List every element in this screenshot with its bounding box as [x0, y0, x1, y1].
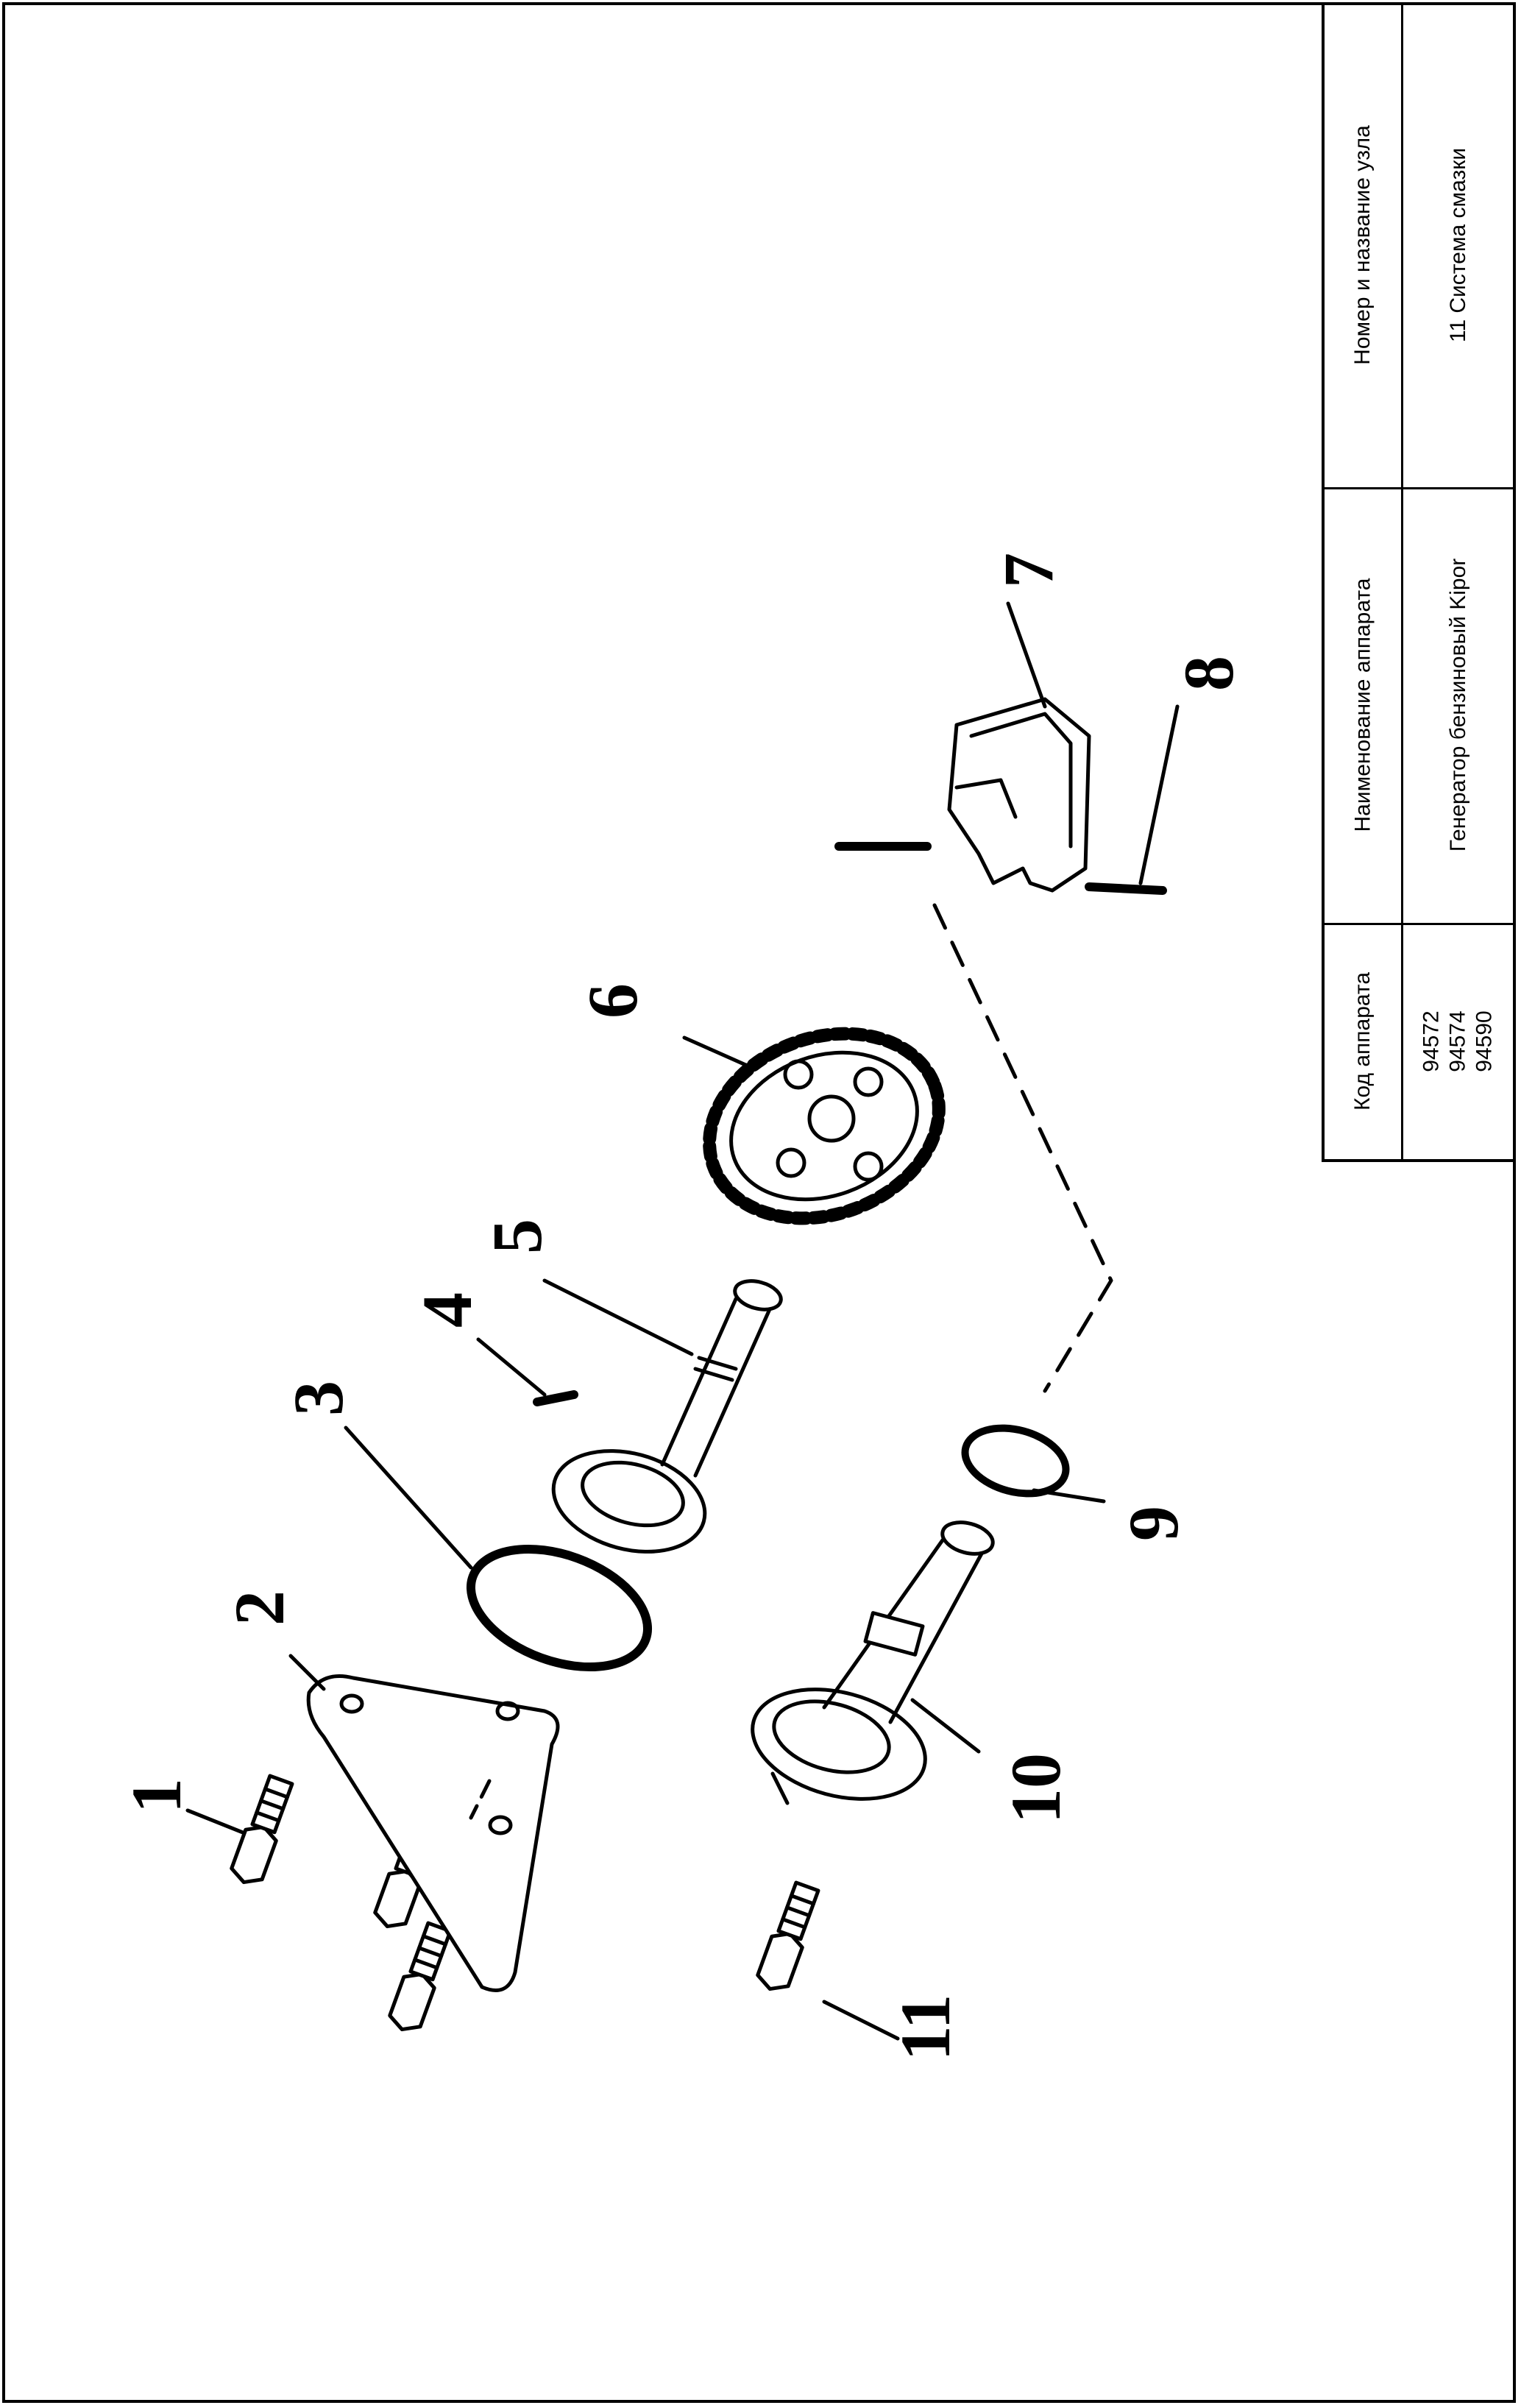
callout-7: 7 — [989, 553, 1068, 588]
part-9-small-o-ring — [961, 1424, 1106, 1504]
callout-6: 6 — [573, 983, 652, 1019]
part-11-bolt — [756, 1880, 900, 2041]
header-code-cell: Код аппарата — [1325, 923, 1401, 1159]
part-7-bracket — [834, 601, 1091, 893]
title-block-divider-2 — [1325, 923, 1516, 925]
callout-11: 11 — [886, 1994, 965, 2061]
callout-8: 8 — [1169, 656, 1248, 691]
header-code-label: Код аппарата — [1350, 971, 1375, 1111]
part-5-shaft — [542, 1278, 783, 1554]
callout-9: 9 — [1114, 1506, 1193, 1541]
header-unit-label: Номер и название узла — [1350, 125, 1375, 365]
value-device-cell: Генератор бензиновый Kipor — [1401, 487, 1516, 923]
title-block-divider-1 — [1325, 487, 1516, 489]
device-code-2: 94574 — [1446, 1010, 1470, 1072]
part-6-gear — [682, 1027, 946, 1225]
callout-4: 4 — [408, 1292, 486, 1328]
title-block-divider-vertical — [1401, 3, 1403, 1159]
value-unit-cell: 11 Система смазки — [1401, 3, 1516, 487]
title-block: Номер и название узла Наименование аппар… — [1322, 3, 1516, 1162]
part-4-pin — [476, 1337, 578, 1406]
device-name: Генератор бензиновый Kipor — [1446, 558, 1471, 852]
value-code-cell: 94572 94574 94590 — [1401, 923, 1516, 1159]
part-2-cover-plate — [288, 1654, 560, 1992]
header-unit-cell: Номер и название узла — [1325, 3, 1401, 487]
part-3-o-ring — [344, 1426, 653, 1672]
device-code-1: 94572 — [1419, 1010, 1444, 1072]
part-8-rod — [1085, 704, 1180, 895]
callout-10: 10 — [996, 1753, 1075, 1824]
unit-name: 11 Система смазки — [1446, 147, 1470, 343]
device-codes: 94572 94574 94590 — [1419, 1010, 1498, 1072]
part-10-pump-body — [751, 1520, 995, 1805]
device-code-3: 94590 — [1472, 1010, 1497, 1072]
header-device-cell: Наименование аппарата — [1325, 487, 1401, 923]
callout-5: 5 — [478, 1219, 556, 1254]
callout-1: 1 — [117, 1778, 196, 1813]
header-device-label: Наименование аппарата — [1350, 578, 1375, 832]
callout-3: 3 — [279, 1381, 358, 1416]
callout-2: 2 — [220, 1590, 299, 1626]
assembly-dashed-line — [932, 903, 1113, 1393]
